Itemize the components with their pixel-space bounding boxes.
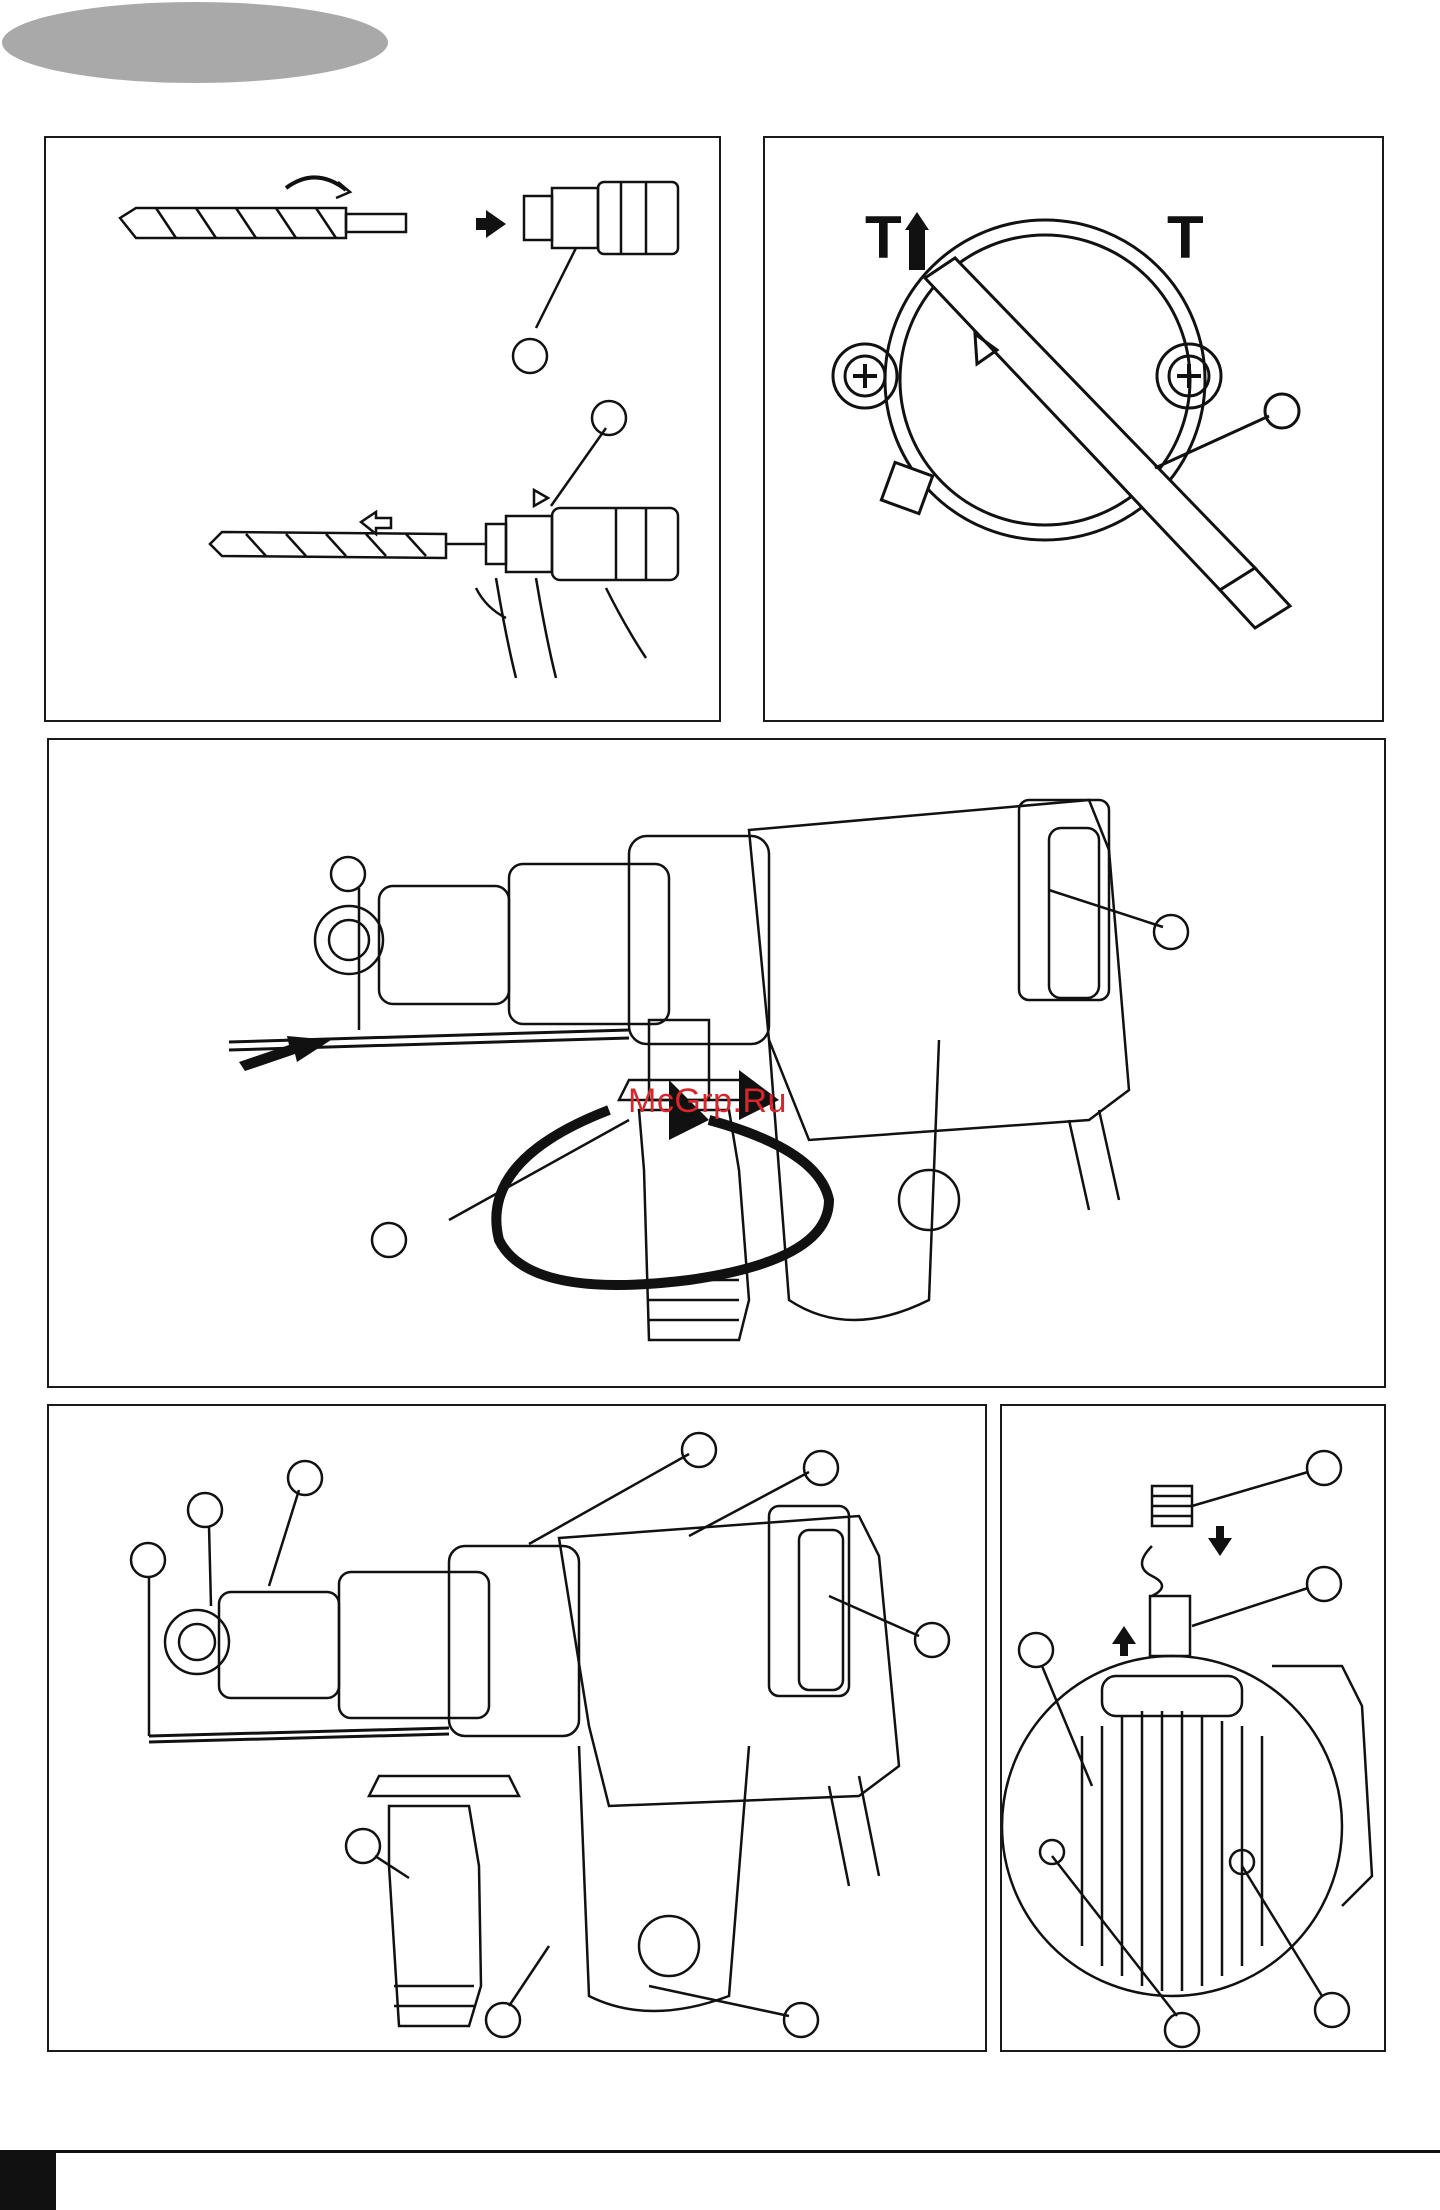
watermark-text: McGrp.Ru (628, 1082, 787, 1121)
footer-page-marker (0, 2150, 56, 2210)
bit-insertion-illustration (46, 138, 723, 724)
mode-symbol-drill: T (1167, 208, 1204, 268)
carbon-brush-illustration (1002, 1406, 1388, 2054)
header-tab (2, 2, 388, 83)
panel-side-handle (47, 738, 1386, 1388)
mode-symbol-hammer-drill: T (865, 208, 902, 268)
panel-carbon-brushes (1000, 1404, 1386, 2052)
side-handle-illustration (49, 740, 1388, 1390)
mode-selector-illustration (765, 138, 1386, 724)
tool-overview-illustration (49, 1406, 989, 2054)
footer-rule (0, 2150, 1440, 2153)
panel-mode-selector: T T (763, 136, 1384, 722)
hammer-arrow-icon (905, 210, 929, 270)
panel-bit-insertion (44, 136, 721, 722)
panel-tool-overview (47, 1404, 987, 2052)
